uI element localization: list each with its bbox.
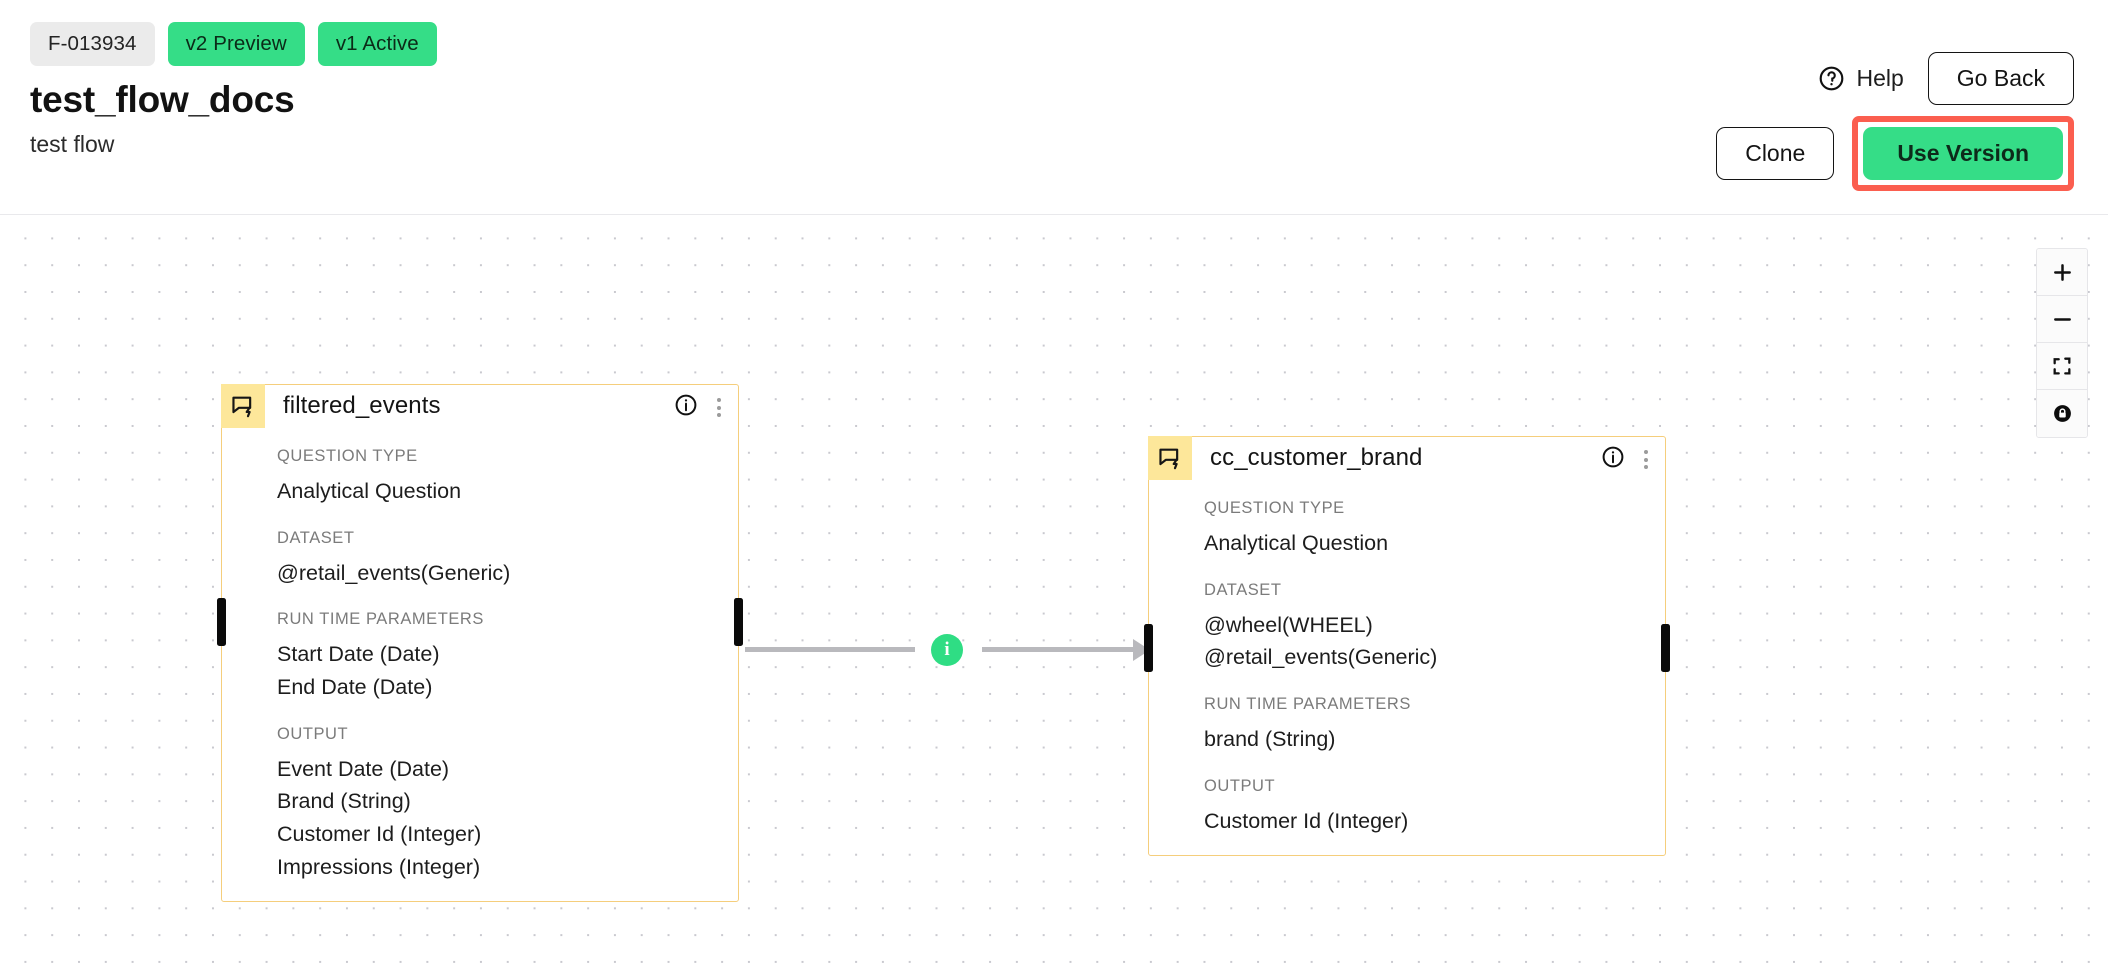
node-output-handle[interactable]	[1661, 624, 1670, 672]
edge-line-segment-right	[982, 647, 1134, 652]
node-field: QUESTION TYPE Analytical Question	[1204, 499, 1665, 560]
node-body: QUESTION TYPE Analytical Question DATASE…	[1149, 491, 1665, 837]
node-field: DATASET @wheel(WHEEL) @retail_events(Gen…	[1204, 581, 1665, 674]
node-field: RUN TIME PARAMETERS Start Date (Date) En…	[277, 610, 738, 703]
info-icon[interactable]	[674, 393, 698, 422]
flow-node-cc-customer-brand[interactable]: cc_customer_brand QUESTION TYPE Ana	[1144, 436, 1670, 857]
field-value: @wheel(WHEEL)	[1204, 612, 1373, 637]
node-header-icons	[1601, 445, 1653, 474]
badge-row: F-013934 v2 Preview v1 Active	[30, 22, 2078, 66]
node-header: cc_customer_brand	[1148, 436, 1665, 491]
page-subtitle: test flow	[30, 130, 115, 157]
analytical-question-icon	[221, 384, 265, 428]
node-header-icons	[674, 393, 726, 422]
field-value: End Date (Date)	[277, 675, 433, 700]
node-body: QUESTION TYPE Analytical Question DATASE…	[222, 439, 738, 883]
help-circle-icon	[1818, 65, 1845, 92]
flow-node-filtered-events[interactable]: filtered_events QUESTION TYPE Analy	[217, 384, 743, 903]
node-field: RUN TIME PARAMETERS brand (String)	[1204, 695, 1665, 756]
minus-icon	[2051, 308, 2074, 331]
node-field: OUTPUT Customer Id (Integer)	[1204, 777, 1665, 838]
node-input-handle[interactable]	[1144, 624, 1153, 672]
fit-view-icon	[2051, 355, 2073, 377]
use-version-highlight: Use Version	[1852, 116, 2074, 191]
zoom-out-button[interactable]	[2037, 296, 2087, 343]
flow-canvas[interactable]: filtered_events QUESTION TYPE Analy	[0, 215, 2108, 978]
field-value: Customer Id (Integer)	[277, 822, 482, 847]
edge-line-segment-left	[745, 647, 915, 652]
zoom-in-button[interactable]	[2037, 249, 2087, 296]
plus-icon	[2051, 261, 2074, 284]
field-value: Impressions (Integer)	[277, 854, 481, 879]
edge-info-badge[interactable]: i	[931, 633, 963, 666]
fit-view-button[interactable]	[2037, 343, 2087, 390]
node-field: QUESTION TYPE Analytical Question	[277, 447, 738, 508]
page-title: test_flow_docs	[30, 79, 295, 120]
node-field: OUTPUT Event Date (Date) Brand (String) …	[277, 725, 738, 884]
node-title: cc_customer_brand	[1210, 444, 1423, 471]
clone-button[interactable]: Clone	[1716, 127, 1835, 180]
field-label: OUTPUT	[1204, 776, 1276, 795]
node-menu-icon[interactable]	[712, 394, 726, 421]
header-actions-row-bottom: Clone Use Version	[1716, 116, 2074, 191]
header-actions-row-top: Help Go Back	[1812, 52, 2074, 105]
field-label: QUESTION TYPE	[1204, 499, 1345, 517]
field-value: @retail_events(Generic)	[277, 560, 511, 585]
node-input-handle[interactable]	[217, 598, 226, 646]
header-actions: Help Go Back Clone Use Version	[1716, 52, 2074, 191]
info-icon[interactable]	[1601, 445, 1625, 474]
analytical-question-icon	[1148, 436, 1192, 480]
page-header: F-013934 v2 Preview v1 Active test_flow_…	[0, 0, 2108, 215]
node-title: filtered_events	[283, 392, 441, 419]
field-value: Customer Id (Integer)	[1204, 808, 1409, 833]
field-value: Start Date (Date)	[277, 642, 440, 667]
help-button[interactable]: Help	[1812, 61, 1909, 96]
field-label: QUESTION TYPE	[277, 447, 418, 465]
use-version-button[interactable]: Use Version	[1863, 127, 2063, 180]
lock-button[interactable]	[2037, 390, 2087, 437]
zoom-controls	[2036, 248, 2088, 438]
field-value: brand (String)	[1204, 727, 1336, 752]
lock-icon	[2052, 403, 2073, 424]
field-value: Analytical Question	[1204, 531, 1389, 555]
field-value: Brand (String)	[277, 789, 411, 814]
go-back-button[interactable]: Go Back	[1927, 52, 2074, 105]
node-field: DATASET @retail_events(Generic)	[277, 529, 738, 590]
field-value: @retail_events(Generic)	[1204, 645, 1438, 670]
node-header: filtered_events	[221, 384, 738, 439]
badge-v1-active[interactable]: v1 Active	[317, 22, 437, 66]
field-label: OUTPUT	[277, 724, 349, 743]
field-label: DATASET	[277, 528, 355, 547]
badge-flow-id: F-013934	[30, 22, 155, 66]
badge-v2-preview[interactable]: v2 Preview	[167, 22, 305, 66]
node-output-handle[interactable]	[734, 598, 743, 646]
field-value: Analytical Question	[277, 479, 462, 503]
field-label: RUN TIME PARAMETERS	[277, 610, 484, 629]
help-label: Help	[1856, 65, 1904, 91]
field-label: DATASET	[1204, 580, 1282, 599]
field-label: RUN TIME PARAMETERS	[1204, 695, 1411, 714]
field-value: Event Date (Date)	[277, 756, 450, 781]
node-menu-icon[interactable]	[1639, 446, 1653, 473]
